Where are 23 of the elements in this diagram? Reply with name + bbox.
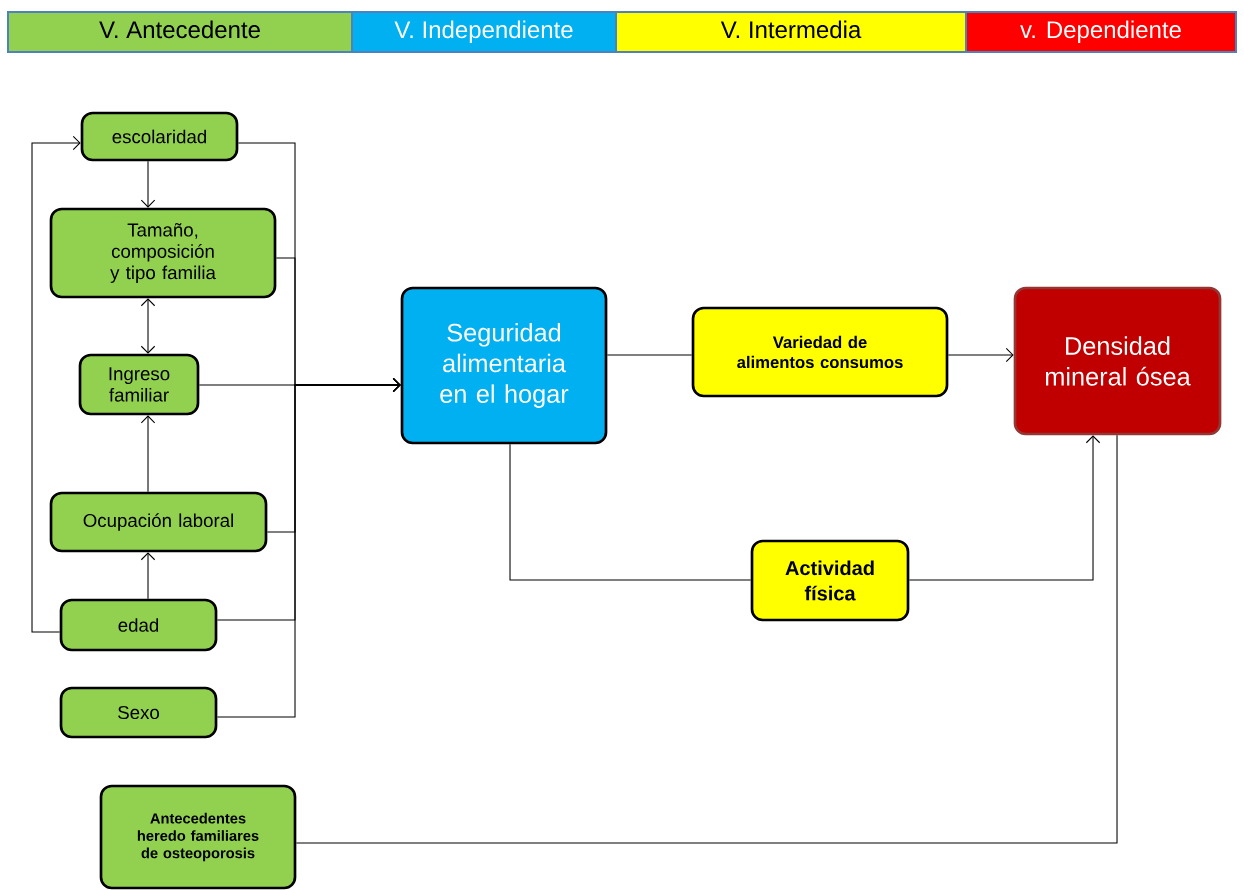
legend-cell: V. Intermedia [615,11,967,53]
variable-box: escolaridad [80,111,239,162]
variable-box: Actividad física [750,539,910,622]
variable-box: Densidad mineral ósea [1013,286,1222,436]
arrow [31,135,81,633]
variable-box: Antecedentes heredo familiares de osteoporosis [99,784,297,890]
arrow [947,347,1014,363]
legend-cell: v. Dependiente [965,11,1237,53]
arrow [908,435,1101,581]
arrow [140,298,156,354]
legend-cell: V. Antecedente [7,11,353,53]
variable-box: Variedad de alimentos consumos [691,306,949,398]
variable-box: edad [59,598,218,652]
arrow [140,160,156,208]
variable-box: Seguridad alimentaria en el hogar [400,286,608,445]
variable-box: Ingreso familiar [78,353,200,416]
arrow [216,377,401,718]
arrow [140,552,156,600]
variable-box: Ocupación laboral [49,491,268,553]
variable-box: Sexo [59,686,218,739]
variable-box: Tamaño, composición y tipo familia [49,207,277,299]
arrow [140,415,156,493]
legend-cell: V. Independiente [351,11,617,53]
